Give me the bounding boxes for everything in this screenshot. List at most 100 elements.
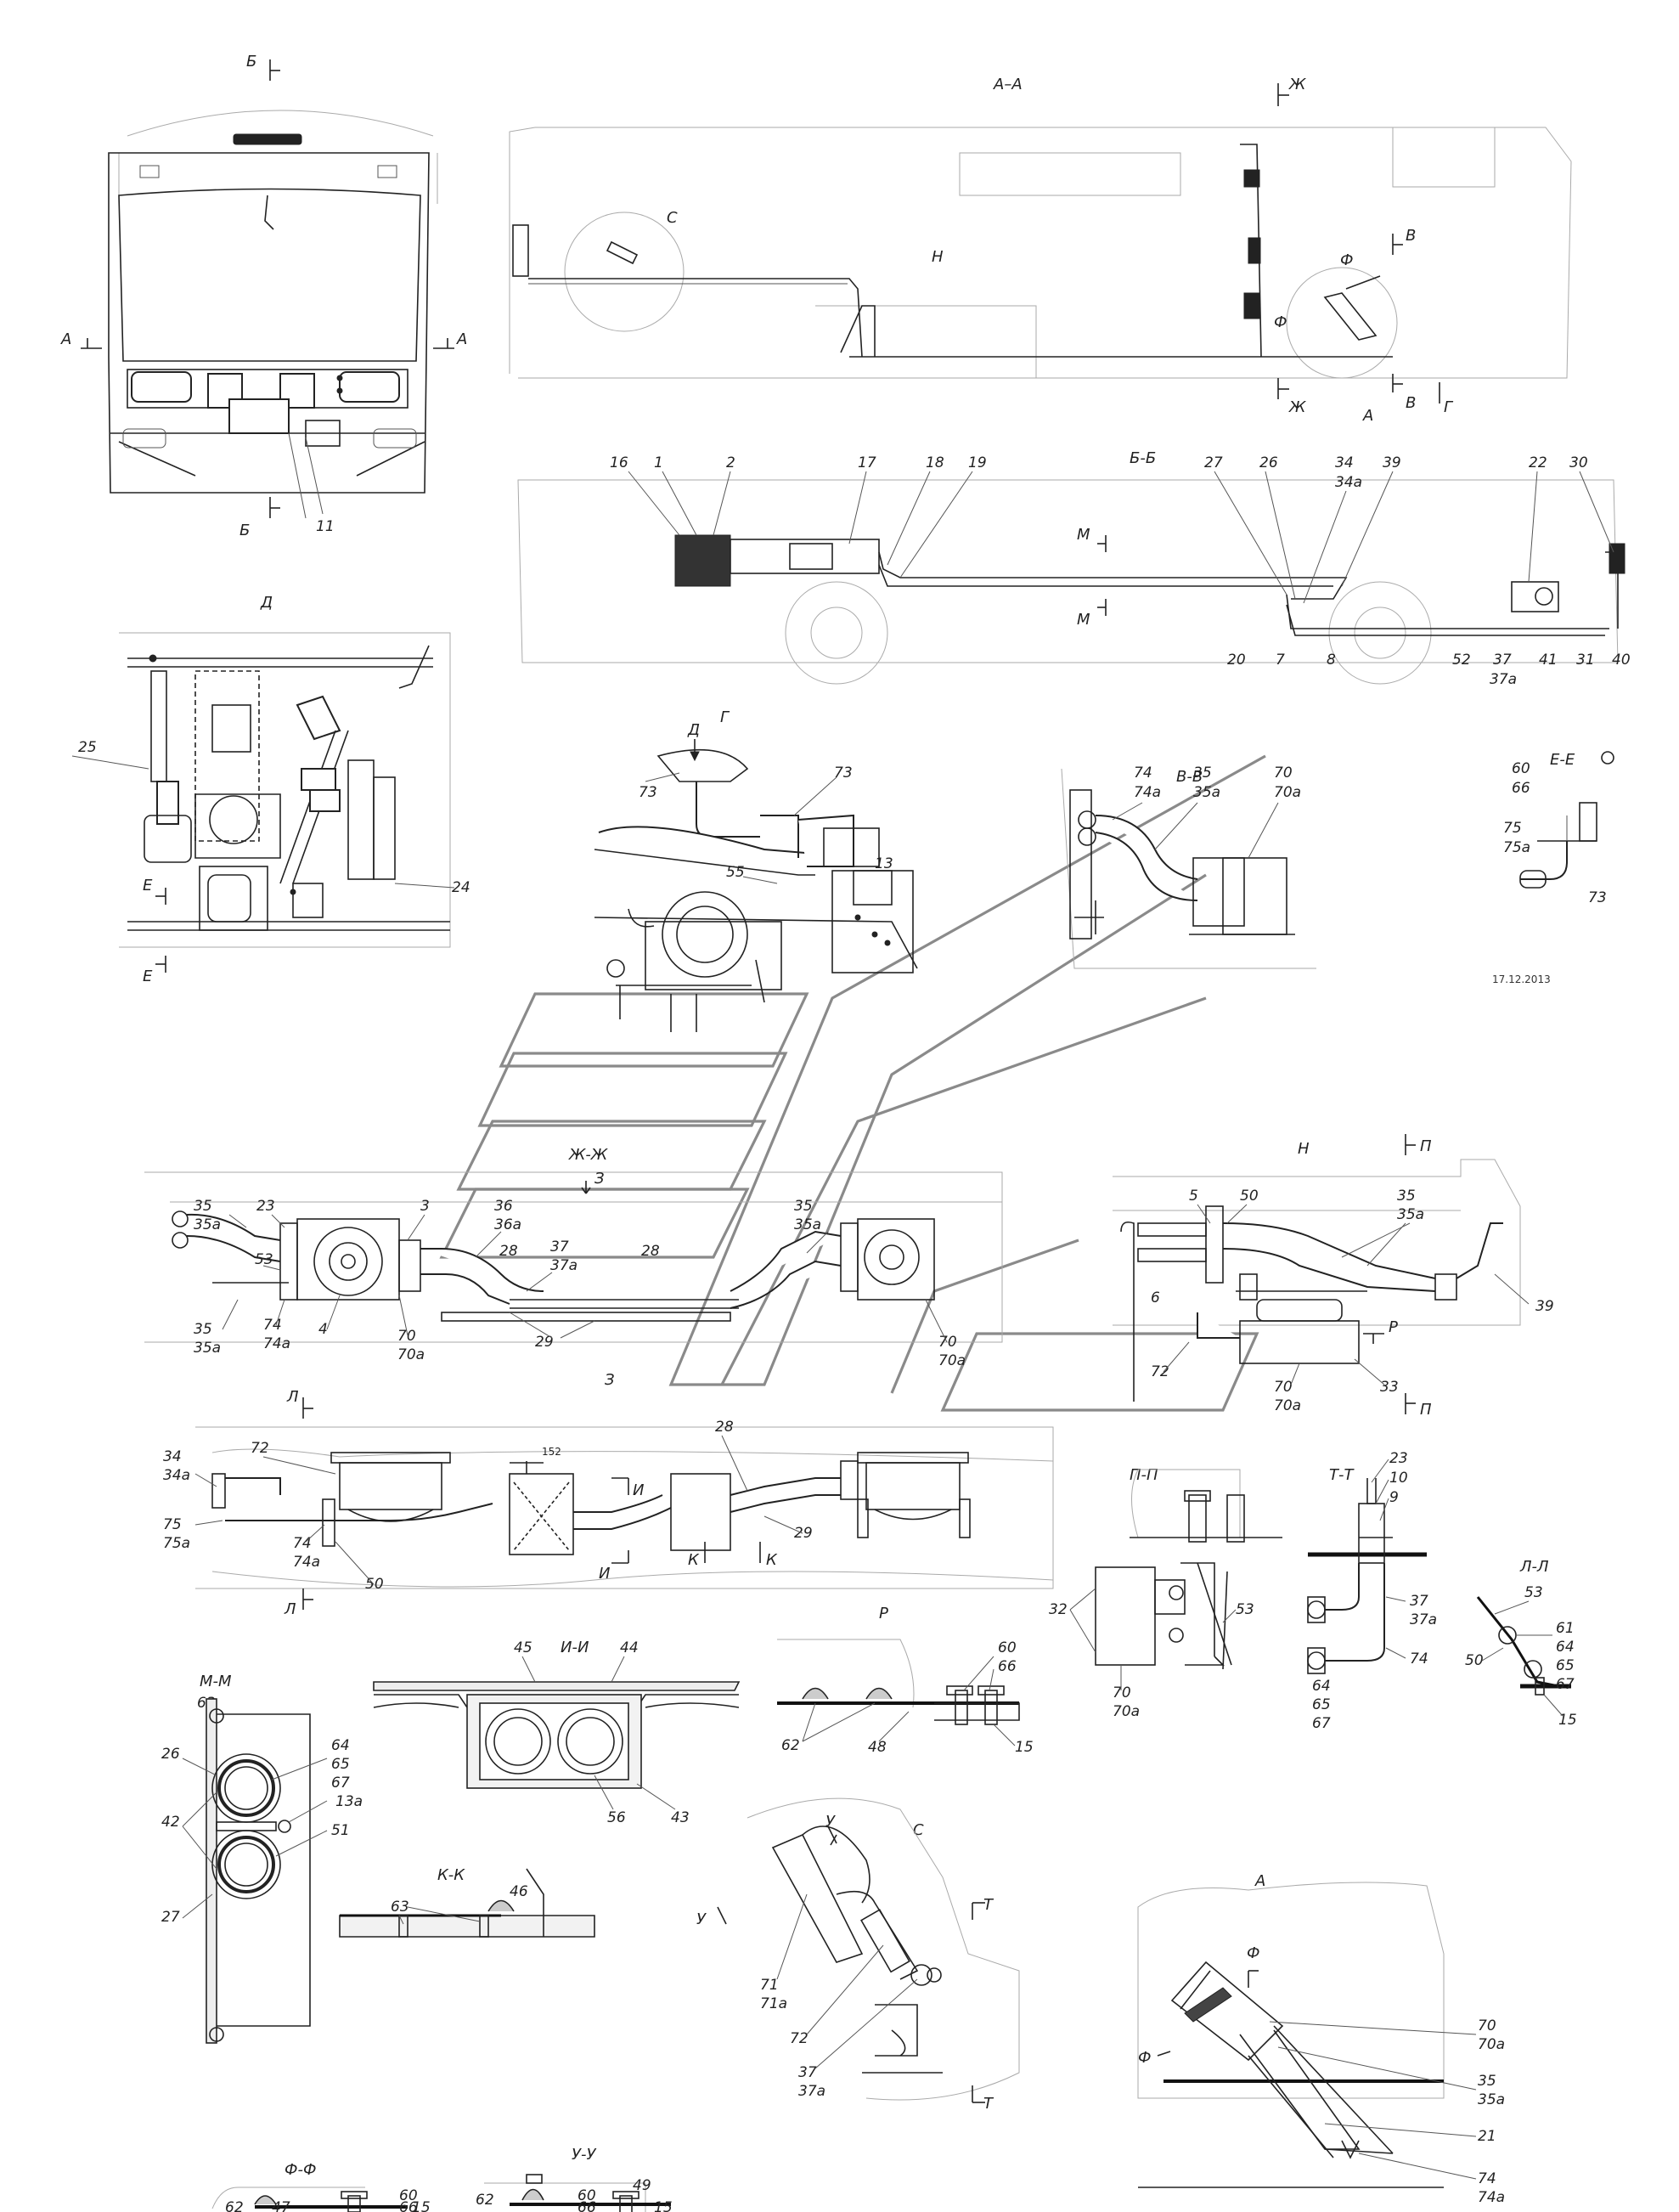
bb-label: 34а <box>1335 474 1362 491</box>
a-label: 74 <box>1478 2170 1496 2187</box>
aa-label-f-side: Ф <box>1274 313 1287 331</box>
uu-label: 62 <box>476 2192 494 2209</box>
zhzh-label: 74а <box>263 1335 290 1352</box>
bb-label: 20 <box>1227 652 1246 669</box>
front-cut-b-bottom: Б <box>239 522 250 539</box>
zhzh-label: 3 <box>420 1198 430 1215</box>
h-cut-r: Р <box>1389 1318 1398 1336</box>
zhzh-label: 37 <box>550 1239 569 1256</box>
zhzh-label: 29 <box>535 1334 554 1351</box>
section-vv <box>1061 768 1316 969</box>
ll-label: 50 <box>1465 1652 1484 1669</box>
zhzh-label: 35а <box>194 1340 221 1357</box>
ll-label: 15 <box>1558 1712 1577 1729</box>
a-cut-f-top: Ф <box>1247 1944 1260 1962</box>
tt-label: 37а <box>1410 1611 1437 1628</box>
aa-label-v-bottom: В <box>1406 394 1416 412</box>
section-bb <box>517 479 1625 685</box>
mm-label: 13а <box>335 1793 363 1810</box>
dg-label: 73 <box>834 765 853 782</box>
s-cut-u-left: У <box>696 1910 707 1928</box>
l-label: 74а <box>293 1554 320 1571</box>
mm-label: 42 <box>161 1814 180 1831</box>
l-cut-i-bottom: И <box>599 1565 610 1583</box>
bb-label: 31 <box>1576 652 1595 669</box>
ff-label: 66 <box>399 2199 418 2212</box>
ll-label: 61 <box>1556 1620 1575 1637</box>
l-label: 34а <box>163 1467 190 1484</box>
ee-label: 60 <box>1512 760 1530 777</box>
zhzh-label: 23 <box>256 1198 275 1215</box>
r-label: 62 <box>781 1737 800 1754</box>
pp-label: 70 <box>1113 1684 1131 1701</box>
l-label: 29 <box>794 1525 813 1542</box>
zhzh-label: 35а <box>794 1216 821 1233</box>
view-l <box>195 1426 1054 1589</box>
bb-label: 27 <box>1204 454 1223 471</box>
section-ll <box>1476 1596 1571 1696</box>
l-cut-k-right: К <box>766 1551 778 1569</box>
aa-label-a: А <box>1362 407 1373 425</box>
aa-label-zh-top: Ж <box>1288 76 1306 93</box>
vv-label: 70 <box>1274 765 1293 782</box>
a-label: 70 <box>1478 2017 1496 2034</box>
l-dimension: 152 <box>542 1446 561 1458</box>
section-kk <box>339 1868 595 1938</box>
ll-label: 64 <box>1556 1639 1575 1656</box>
l-cut-bottom: Л <box>284 1600 296 1618</box>
s-label: 71 <box>760 1977 779 1994</box>
bb-label: 8 <box>1327 652 1336 669</box>
zhzh-label: 35 <box>194 1198 212 1215</box>
a-label: 21 <box>1478 2128 1496 2145</box>
ll-label: 53 <box>1524 1584 1543 1601</box>
zhzh-cut-3-top: З <box>594 1170 605 1188</box>
bb-label: 41 <box>1539 652 1558 669</box>
ee-label: 73 <box>1588 889 1607 906</box>
l-label: 75а <box>163 1535 190 1552</box>
kk-label: 63 <box>391 1899 409 1916</box>
bb-label: 30 <box>1569 454 1588 471</box>
kk-title: К-К <box>437 1866 465 1884</box>
zhzh-label: 70 <box>397 1328 416 1345</box>
bb-top-callouts: 16 1 2 17 18 19 27 26 34 34а 39 22 30 <box>610 454 1588 491</box>
zhzh-label: 35 <box>194 1321 212 1338</box>
bb-m-bottom: М <box>1077 611 1090 629</box>
pp-label: 32 <box>1049 1601 1068 1618</box>
view-a <box>1137 1882 1445 2188</box>
mm-title: М-М <box>200 1673 232 1690</box>
zhzh-title: Ж-Ж <box>568 1146 608 1164</box>
front-callout: 11 <box>316 518 335 535</box>
mm-label: 51 <box>331 1822 350 1839</box>
vv-label: 74 <box>1134 765 1152 782</box>
aa-label-f-top: Ф <box>1340 251 1354 269</box>
s-label: 71а <box>760 1995 787 2012</box>
view-h <box>1113 1159 1521 1402</box>
ii-label: 56 <box>607 1809 626 1826</box>
bb-label: 16 <box>610 454 628 471</box>
r-label: 60 <box>998 1639 1017 1656</box>
dg-label-g: Г <box>720 708 730 726</box>
r-label: 66 <box>998 1658 1017 1675</box>
s-label: 37 <box>798 2064 817 2081</box>
section-zhzh <box>144 1171 1003 1343</box>
zhzh-label: 36 <box>494 1198 513 1215</box>
s-label: 72 <box>790 2030 809 2047</box>
bb-label: 1 <box>654 454 663 471</box>
aa-label-g: Г <box>1444 398 1454 416</box>
ff-label: 60 <box>399 2187 418 2204</box>
kk-label: 46 <box>510 1883 528 1900</box>
h-cut-p-top: П <box>1420 1137 1432 1155</box>
h-label: 5 <box>1189 1188 1198 1205</box>
r-label: 48 <box>868 1739 887 1756</box>
zhzh-label: 53 <box>255 1251 273 1268</box>
zhzh-label: 28 <box>499 1243 518 1260</box>
zhzh-label: 37а <box>550 1257 578 1274</box>
uu-label: 49 <box>633 2177 651 2194</box>
uu-title: У-У <box>572 2146 596 2164</box>
section-aa <box>509 127 1572 379</box>
pp-label: 53 <box>1236 1601 1254 1618</box>
zhzh-label: 70а <box>938 1352 966 1369</box>
h-label: 70а <box>1274 1397 1301 1414</box>
bb-label: 7 <box>1276 652 1285 669</box>
tt-label: 65 <box>1312 1696 1331 1713</box>
